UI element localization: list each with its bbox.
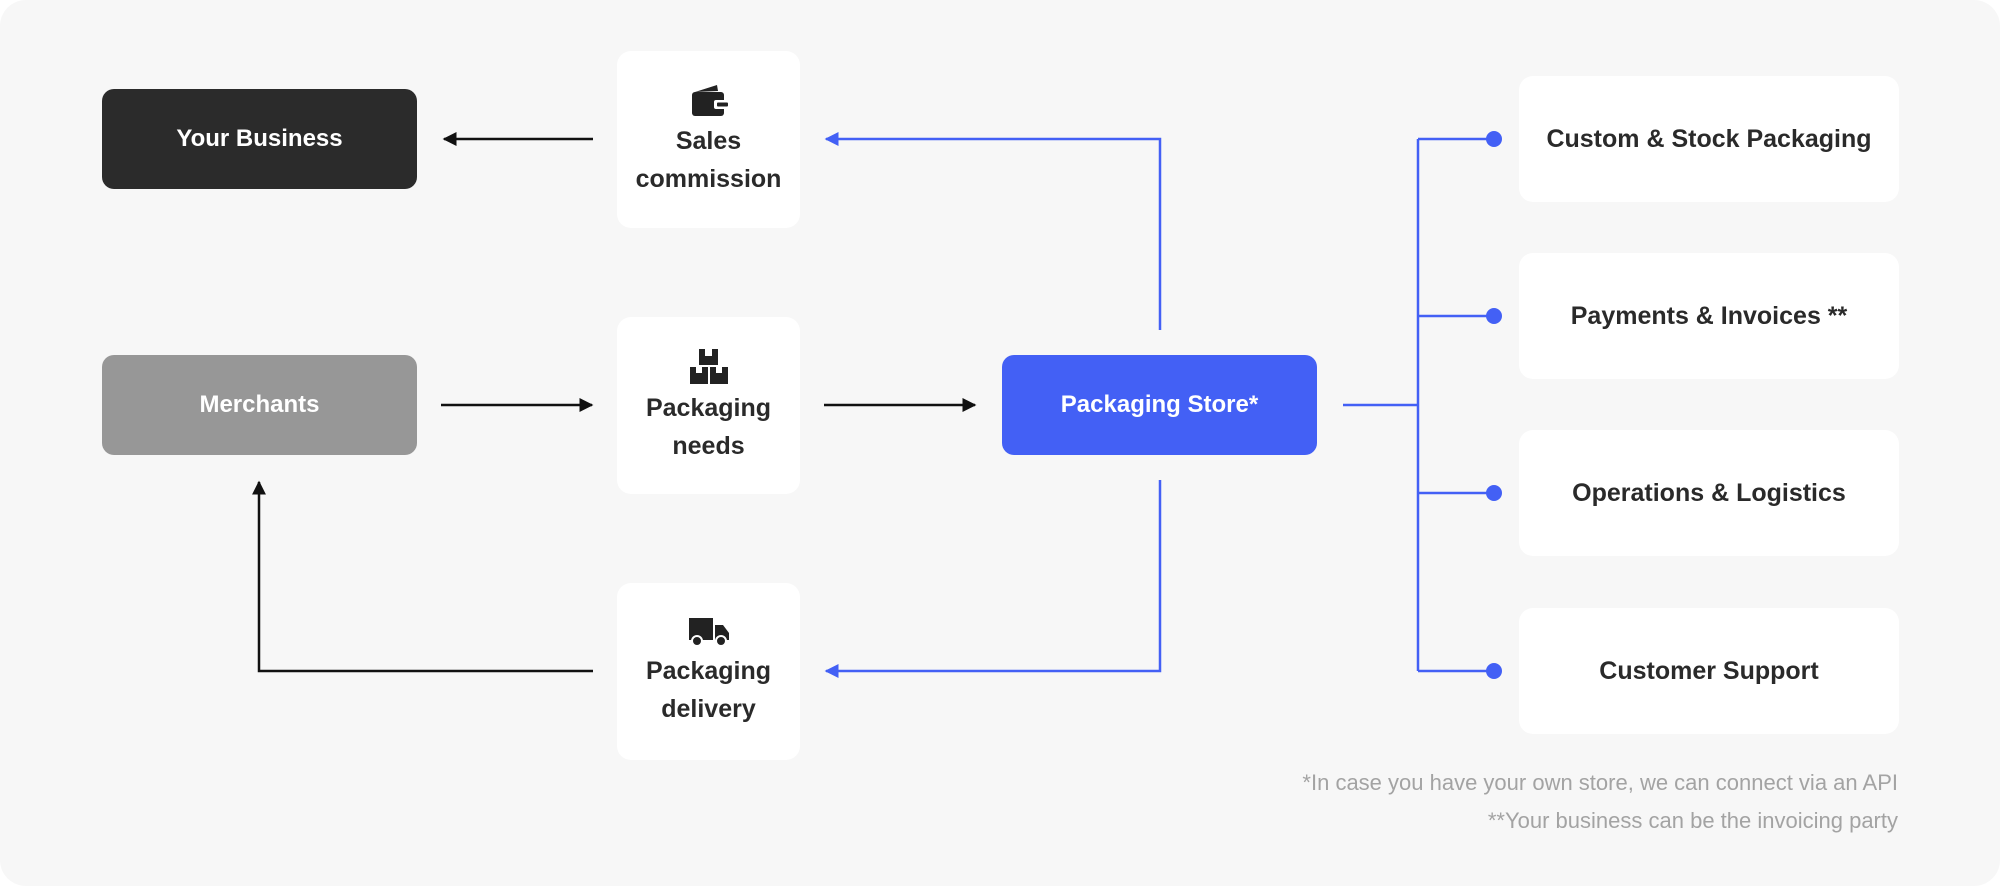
footnote: **Your business can be the invoicing par… bbox=[1487, 808, 1898, 833]
sales-commission-line2: commission bbox=[635, 164, 782, 193]
packaging-delivery-line2: delivery bbox=[661, 694, 756, 723]
packaging-store-node: Packaging Store* bbox=[1002, 355, 1317, 455]
truck-icon bbox=[688, 617, 729, 647]
connector-dot bbox=[1486, 485, 1502, 501]
your-business-label: Your Business bbox=[176, 125, 343, 152]
sales-commission-line1: Sales bbox=[675, 126, 742, 155]
packaging-needs-card: Packaging needs bbox=[617, 317, 800, 494]
packaging-delivery-line1: Packaging bbox=[645, 656, 772, 685]
boxes-icon bbox=[689, 348, 728, 384]
packaging-needs-line2: needs bbox=[672, 431, 745, 460]
service-label: Customer Support bbox=[1599, 656, 1819, 685]
arrow-store-to-commission bbox=[824, 132, 1162, 330]
merchants-node: Merchants bbox=[102, 355, 417, 455]
service-card: Customer Support bbox=[1519, 608, 1899, 734]
merchants-label: Merchants bbox=[199, 391, 320, 418]
your-business-node: Your Business bbox=[102, 89, 417, 189]
packaging-needs-line1: Packaging bbox=[645, 393, 772, 422]
connector-dot bbox=[1486, 308, 1502, 324]
arrow-store-to-delivery bbox=[824, 480, 1162, 678]
connector-dot bbox=[1486, 131, 1502, 147]
sales-commission-card: Sales commission bbox=[617, 51, 800, 228]
packaging-delivery-card: Packaging delivery bbox=[617, 583, 800, 760]
service-label: Custom & Stock Packaging bbox=[1546, 124, 1872, 153]
footnote: *In case you have your own store, we can… bbox=[1302, 770, 1898, 795]
service-card: Operations & Logistics bbox=[1519, 430, 1899, 556]
arrow-delivery-to-merchants bbox=[252, 480, 593, 673]
packaging-store-label: Packaging Store* bbox=[1060, 391, 1259, 418]
connector-dot bbox=[1486, 663, 1502, 679]
wallet-icon bbox=[691, 84, 728, 116]
service-card: Custom & Stock Packaging bbox=[1519, 76, 1899, 202]
service-label: Payments & Invoices ** bbox=[1570, 301, 1848, 330]
service-label: Operations & Logistics bbox=[1572, 478, 1846, 507]
service-card: Payments & Invoices ** bbox=[1519, 253, 1899, 379]
